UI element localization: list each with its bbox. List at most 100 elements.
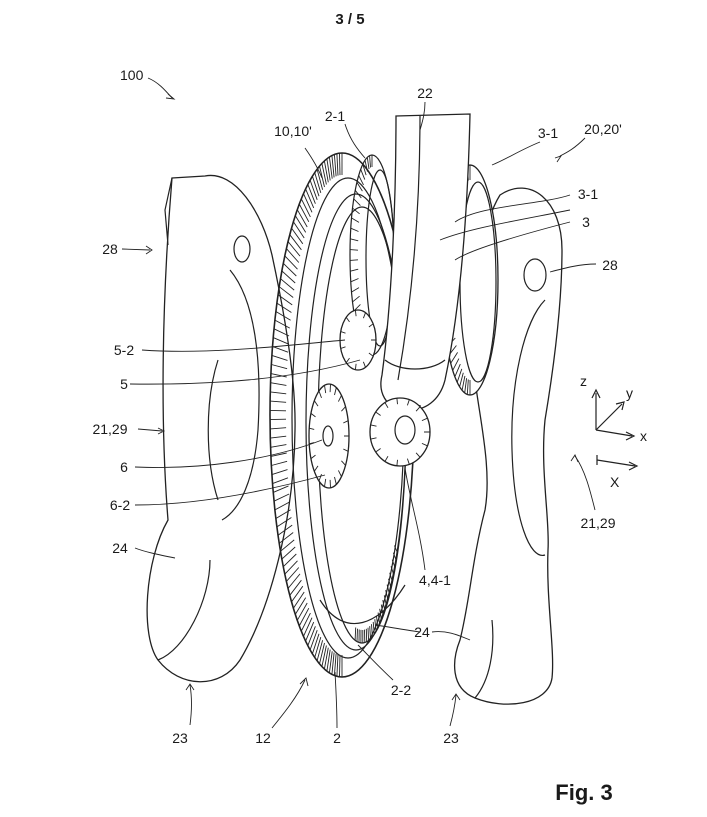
gear-tooth [326,649,331,672]
label-23-right: 23 [443,730,459,746]
gear-tooth [362,164,367,176]
gear-tooth [371,624,373,637]
gear-tooth [314,172,322,194]
gear-tooth [277,524,293,536]
gear-tooth [307,626,316,646]
label-100: 100 [120,67,144,83]
gear-tooth [277,294,293,306]
gear-tooth [324,385,327,394]
gear-tooth [271,354,288,361]
gear-tooth [384,402,389,409]
gear-tooth [273,493,290,502]
leader-lines [121,77,597,729]
gear-tooth [305,621,315,642]
gear-tooth [450,352,458,364]
label-2-2: 2-2 [391,682,411,698]
gear-tooth [278,286,294,298]
gear-tooth [328,157,333,179]
gear-tooth [350,227,359,232]
gear-tooth [415,452,421,458]
gear-tooth [303,193,313,213]
gear-tooth [284,560,298,575]
gear-tooth [280,539,295,552]
gear-tooth [383,595,387,607]
gear-tooth [393,545,399,554]
gear-tooth [321,645,327,667]
gear-tooth [293,591,305,609]
gear-tooth [341,460,346,466]
gear-tooth [370,437,377,440]
label-2: 2 [333,730,341,746]
gear-tooth [328,651,333,673]
gear-tooth [291,585,304,603]
label-6-2: 6-2 [110,497,130,513]
gear-tooth [362,361,366,368]
gear-tooth [307,184,316,204]
gear-tooth [391,559,396,569]
gear-tooth [314,636,322,658]
gear-tooth [368,352,374,357]
gear-tooth [282,553,297,568]
gear-tooth [294,597,307,615]
axis-x-label: x [640,428,647,444]
gear-tooth [274,501,291,511]
gear-tooth [379,608,382,621]
gear-tooth [318,473,322,482]
gear-tooth [369,155,371,168]
gear-tooth [313,400,319,407]
gear-tooth [389,572,393,583]
gear-tooth [323,647,329,670]
gear-tooth [382,600,386,612]
gear-tooth [270,435,287,439]
gear-tooth [459,372,464,387]
label-21-29-right: 21,29 [580,515,615,531]
gear-tooth [333,653,337,676]
gear-tooth [282,262,297,277]
gear-tooth [406,399,410,406]
gear-tooth [281,270,296,284]
gear-tooth [280,278,295,291]
gear-tooth [303,617,313,637]
ring-gear-teeth [269,153,343,677]
gear-tooth [386,584,391,595]
gear-tooth [364,160,368,172]
gear-tooth [343,448,349,452]
gear-tooth [278,532,294,544]
gear-tooth [353,198,361,206]
gear-tooth [370,424,377,427]
gear-tooth [336,153,339,176]
gear-tooth [286,567,300,582]
gear-tooth [339,654,341,677]
gear-tooth [384,455,389,462]
label-21-29-left: 21,29 [92,421,127,437]
label-3: 3 [582,214,590,230]
gear-tooth [369,626,371,639]
gear-tooth [286,248,300,263]
figure-label: Fig. 3 [555,780,612,805]
axis-z-label: z [580,373,587,389]
gear-tooth [354,190,362,199]
gear-tooth [270,452,287,457]
gear-tooth [296,602,308,621]
pinion-gear-4 [369,397,431,467]
gear-tooth [350,238,359,242]
gear-tooth [300,198,311,218]
gear-tooth [360,169,366,180]
gear-tooth [298,607,310,627]
gear-tooth [376,616,379,629]
pinion-gear-5 [339,309,377,371]
gear-tooth [421,442,428,447]
gear-tooth [452,358,460,371]
gear-tooth [309,427,315,430]
axis-X-label: X [610,474,620,490]
gear-tooth [352,207,360,215]
gear-tooth [461,375,466,391]
gear-tooth [456,368,463,383]
gear-tooth [390,566,395,576]
gear-tooth [396,398,398,405]
gear-tooth [375,411,381,416]
gear-tooth [466,379,469,395]
gear-tooth [270,382,287,386]
gear-tooth [385,589,389,601]
gear-tooth [343,420,349,424]
